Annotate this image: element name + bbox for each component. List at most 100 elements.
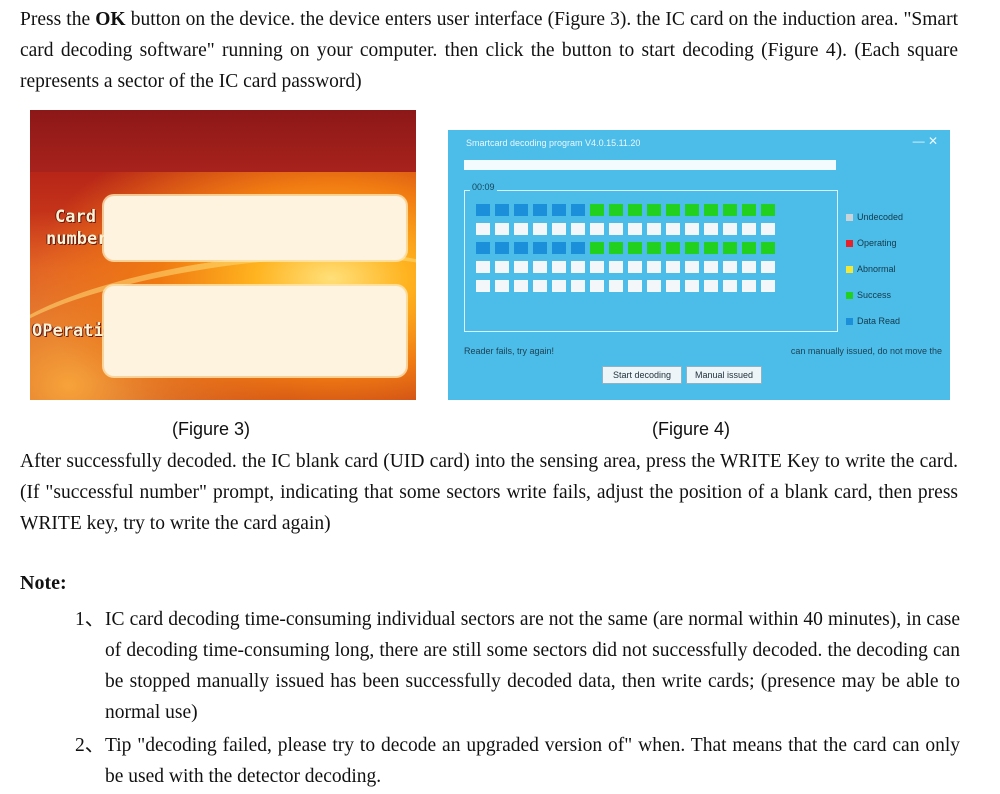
sector-square-undecoded (514, 261, 528, 273)
sector-square-undecoded (552, 223, 566, 235)
sector-square-success (590, 204, 604, 216)
legend-item: Data Read (846, 308, 903, 334)
sector-square-undecoded (761, 261, 775, 273)
sector-square-undecoded (666, 223, 680, 235)
operation-field (104, 286, 406, 376)
figure-4-decoding-window: Smartcard decoding program V4.0.15.11.20… (448, 130, 950, 400)
sector-square-undecoded (742, 280, 756, 292)
legend-label: Success (857, 290, 892, 300)
sector-square-undecoded (571, 261, 585, 273)
ok-key-name: OK (95, 9, 126, 30)
legend-label: Data Read (857, 316, 901, 326)
sector-square-success (628, 242, 642, 254)
sector-square-success (666, 242, 680, 254)
sector-row (476, 242, 775, 254)
note-item: 1、 IC card decoding time-consuming indiv… (0, 604, 960, 728)
sector-square-success (609, 204, 623, 216)
sector-square-undecoded (571, 223, 585, 235)
write-instructions: After successfully decoded. the IC blank… (20, 451, 958, 534)
figure-4-caption: (Figure 4) (652, 419, 731, 439)
window-title: Smartcard decoding program V4.0.15.11.20 (466, 138, 641, 148)
sector-square-read (476, 204, 490, 216)
sector-square-read (552, 204, 566, 216)
intro-paragraph: Press the OK button on the device. the d… (20, 4, 958, 97)
sector-square-read (571, 242, 585, 254)
sector-square-undecoded (609, 280, 623, 292)
note-number: 1、 (75, 609, 105, 630)
sector-square-success (704, 204, 718, 216)
sector-row (476, 280, 775, 292)
sector-square-undecoded (495, 261, 509, 273)
sector-square-undecoded (533, 280, 547, 292)
sector-square-read (476, 242, 490, 254)
sector-square-undecoded (704, 223, 718, 235)
sector-square-undecoded (514, 223, 528, 235)
sector-square-undecoded (647, 261, 661, 273)
window-controls-icon[interactable]: — ✕ (912, 134, 938, 148)
sector-square-undecoded (533, 223, 547, 235)
sector-square-undecoded (628, 223, 642, 235)
sector-square-success (761, 242, 775, 254)
legend-label: Undecoded (857, 212, 904, 222)
legend-swatch (846, 265, 853, 273)
sector-square-read (533, 242, 547, 254)
sector-square-undecoded (647, 223, 661, 235)
note-text: IC card decoding time-consuming individu… (105, 609, 960, 723)
sector-square-undecoded (609, 223, 623, 235)
legend-item: Abnormal (846, 256, 903, 282)
manual-issued-button[interactable]: Manual issued (686, 366, 762, 384)
sector-row (476, 223, 775, 235)
sector-square-undecoded (590, 280, 604, 292)
sector-square-undecoded (647, 280, 661, 292)
sector-square-undecoded (571, 280, 585, 292)
sector-square-undecoded (761, 223, 775, 235)
sector-square-success (647, 204, 661, 216)
screen-top-band (30, 110, 416, 172)
sector-square-undecoded (552, 280, 566, 292)
progress-bar (464, 160, 836, 170)
reader-status: Reader fails, try again! (464, 346, 555, 356)
sector-square-undecoded (590, 223, 604, 235)
intro-text-2: button on the device. the device enters … (20, 9, 958, 92)
sector-square-undecoded (723, 261, 737, 273)
sector-square-undecoded (514, 280, 528, 292)
note-list: 1、 IC card decoding time-consuming indiv… (0, 604, 960, 794)
sector-square-undecoded (761, 280, 775, 292)
sector-square-undecoded (533, 261, 547, 273)
sector-square-undecoded (723, 280, 737, 292)
sector-square-success (742, 204, 756, 216)
sector-square-read (552, 242, 566, 254)
sector-square-undecoded (742, 261, 756, 273)
sector-row (476, 204, 775, 216)
sector-square-success (666, 204, 680, 216)
elapsed-timer: 00:09 (470, 182, 497, 192)
sector-group-box (464, 190, 838, 332)
legend-label: Operating (857, 238, 897, 248)
note-heading: Note: (20, 572, 67, 594)
sector-square-success (761, 204, 775, 216)
sector-square-undecoded (666, 261, 680, 273)
sector-square-undecoded (685, 280, 699, 292)
sector-square-read (514, 204, 528, 216)
sector-square-read (571, 204, 585, 216)
sector-square-undecoded (609, 261, 623, 273)
sector-square-success (742, 242, 756, 254)
start-decoding-button[interactable]: Start decoding (602, 366, 682, 384)
sector-square-undecoded (685, 261, 699, 273)
legend-label: Abnormal (857, 264, 896, 274)
sector-square-undecoded (628, 261, 642, 273)
sector-square-success (685, 204, 699, 216)
sector-square-success (628, 204, 642, 216)
legend-item: Operating (846, 230, 903, 256)
sector-square-undecoded (685, 223, 699, 235)
sector-square-read (495, 242, 509, 254)
card-number-label: Card number (46, 206, 107, 250)
note-item: 2、 Tip "decoding failed, please try to d… (0, 730, 960, 792)
sector-square-read (514, 242, 528, 254)
sector-square-undecoded (495, 280, 509, 292)
card-number-field (104, 196, 406, 260)
sector-square-success (685, 242, 699, 254)
sector-square-undecoded (704, 261, 718, 273)
sector-square-success (647, 242, 661, 254)
sector-row (476, 261, 775, 273)
